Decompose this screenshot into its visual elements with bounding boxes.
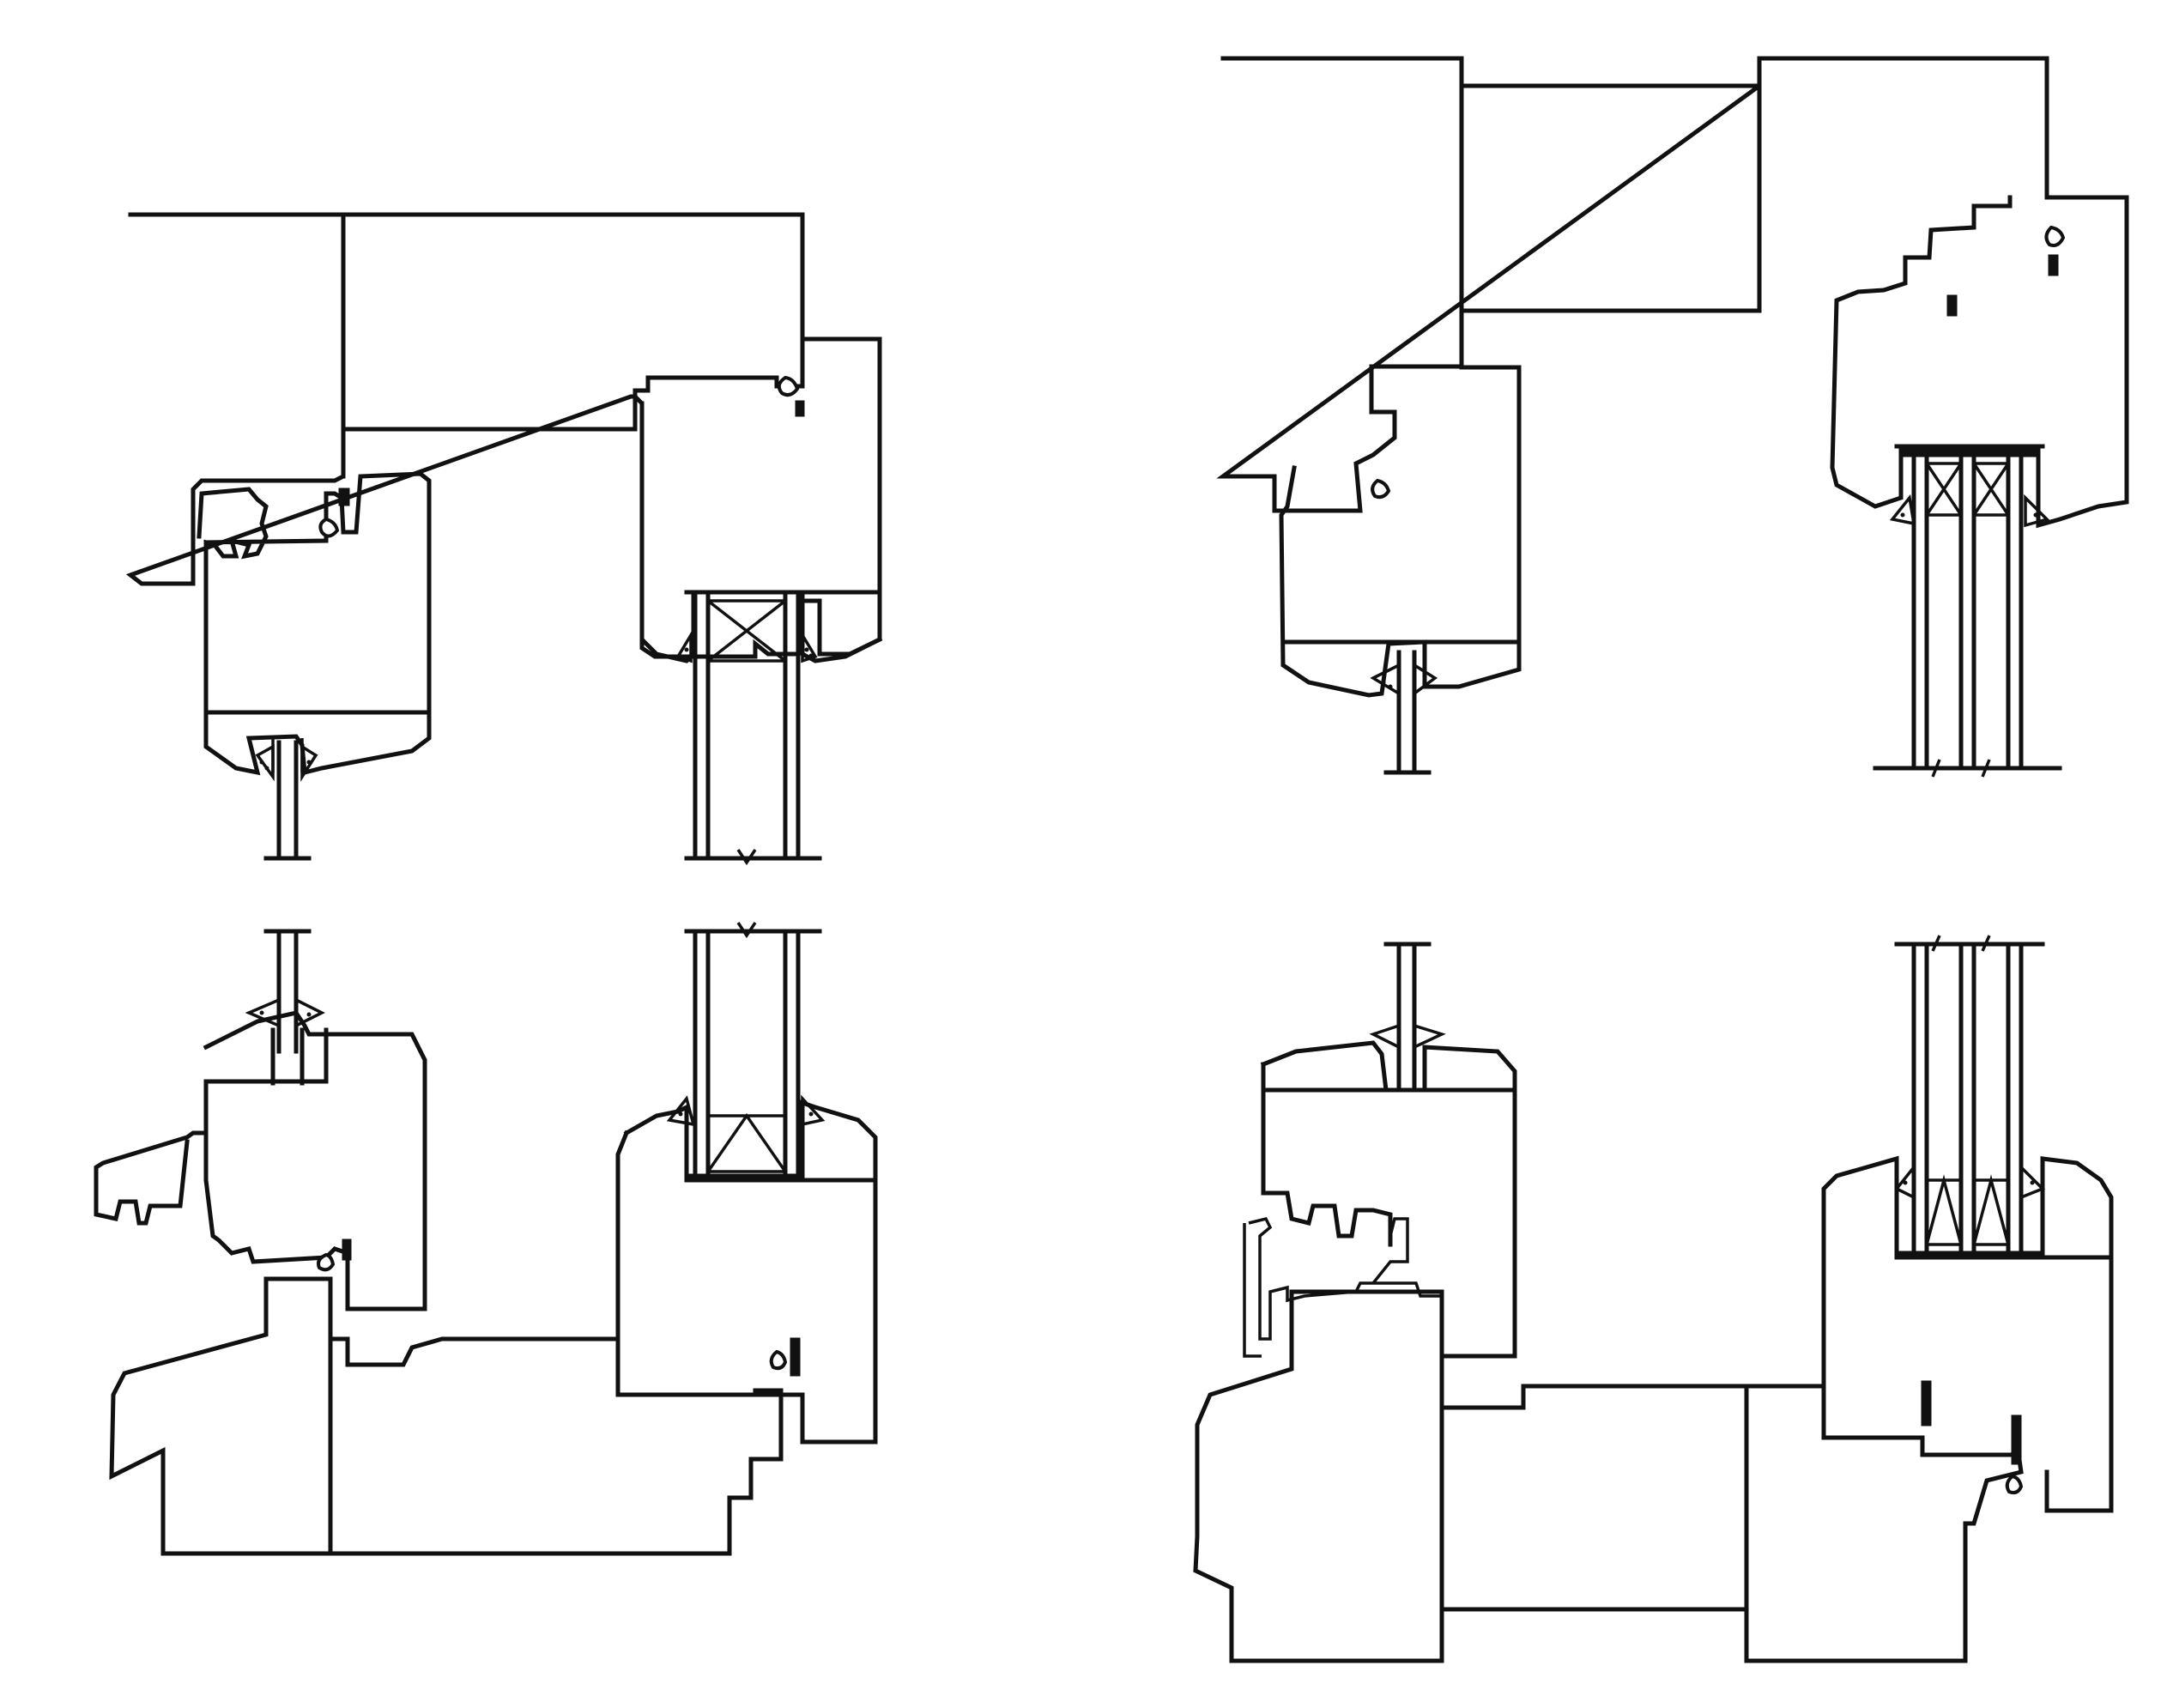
sill-single-pane-right [1383,942,1432,1088]
sill-right-sash [615,1099,878,1445]
unit-sealant [675,629,818,663]
triple-glazed-head-jamb [1216,56,2129,778]
seal-block-upper [795,400,805,417]
sill-unit-sealant-triple [1894,1163,2046,1200]
frame-outer-member [125,212,882,659]
sash-profile-triple [1279,365,1522,698]
sill-right-weatherstrip [769,1349,788,1371]
sill-sash-glazing-rebate [203,1027,329,1086]
triple-glazing-unit [1873,444,2062,771]
weatherstrip-seal [318,517,340,538]
sash-profile [197,471,432,776]
bottom-sash-rail [94,1010,427,1311]
sill-weatherstrip-triple [2005,1474,2024,1495]
sill-weatherstrip [317,1252,336,1272]
glazing-sealant [255,743,318,782]
sill-spacer [706,1112,787,1173]
sill-seal-block-triple [1921,1380,1932,1426]
weatherstrip-seal-triple [1371,478,1391,500]
right-sash-profile [639,401,883,663]
seal-block-triple [1946,294,1958,317]
single-pane-glass [263,740,312,861]
glazing-sealant-triple [1370,662,1438,697]
sill-seal-block [342,1239,352,1261]
sill-glazing-sealant-right [1369,1023,1446,1050]
sill-triple-glazing [1894,942,2045,1251]
spacer-bar [706,599,787,663]
single-pane-glass-sill [263,929,312,1054]
spacer-bars-triple [1925,462,2010,517]
break-line [736,849,757,866]
triple-glazed-sill [1193,935,2114,1663]
weatherstrip-seal-triple-upper [2044,225,2066,247]
sill-seal-block-triple-2 [2011,1414,2022,1465]
sill-member [109,1276,784,1556]
break-lines-triple [1931,759,1991,778]
seal-block-triple-upper [2048,254,2059,276]
double-glazing-unit [684,590,822,861]
seal-block [338,488,350,506]
aluminium-cladding [1243,1216,1442,1358]
sill-break-line [736,922,757,939]
weatherstrip-seal-upper [777,375,800,397]
sill-spacers-triple [1925,1174,2010,1246]
sill-member-triple [1193,1289,2024,1663]
single-glazed-head-jamb [125,212,883,866]
unit-sealant-triple [1889,494,2050,528]
sill-unit-sealant [666,1094,826,1127]
sill-sash-rail-triple [1260,1040,1517,1359]
sill-break-lines-triple [1931,935,1991,952]
single-glazed-sill [94,922,878,1556]
sill-double-glazing [684,929,822,1178]
sill-right-seal-block [790,1337,801,1377]
sill-right-sash-triple [1821,1155,2114,1513]
